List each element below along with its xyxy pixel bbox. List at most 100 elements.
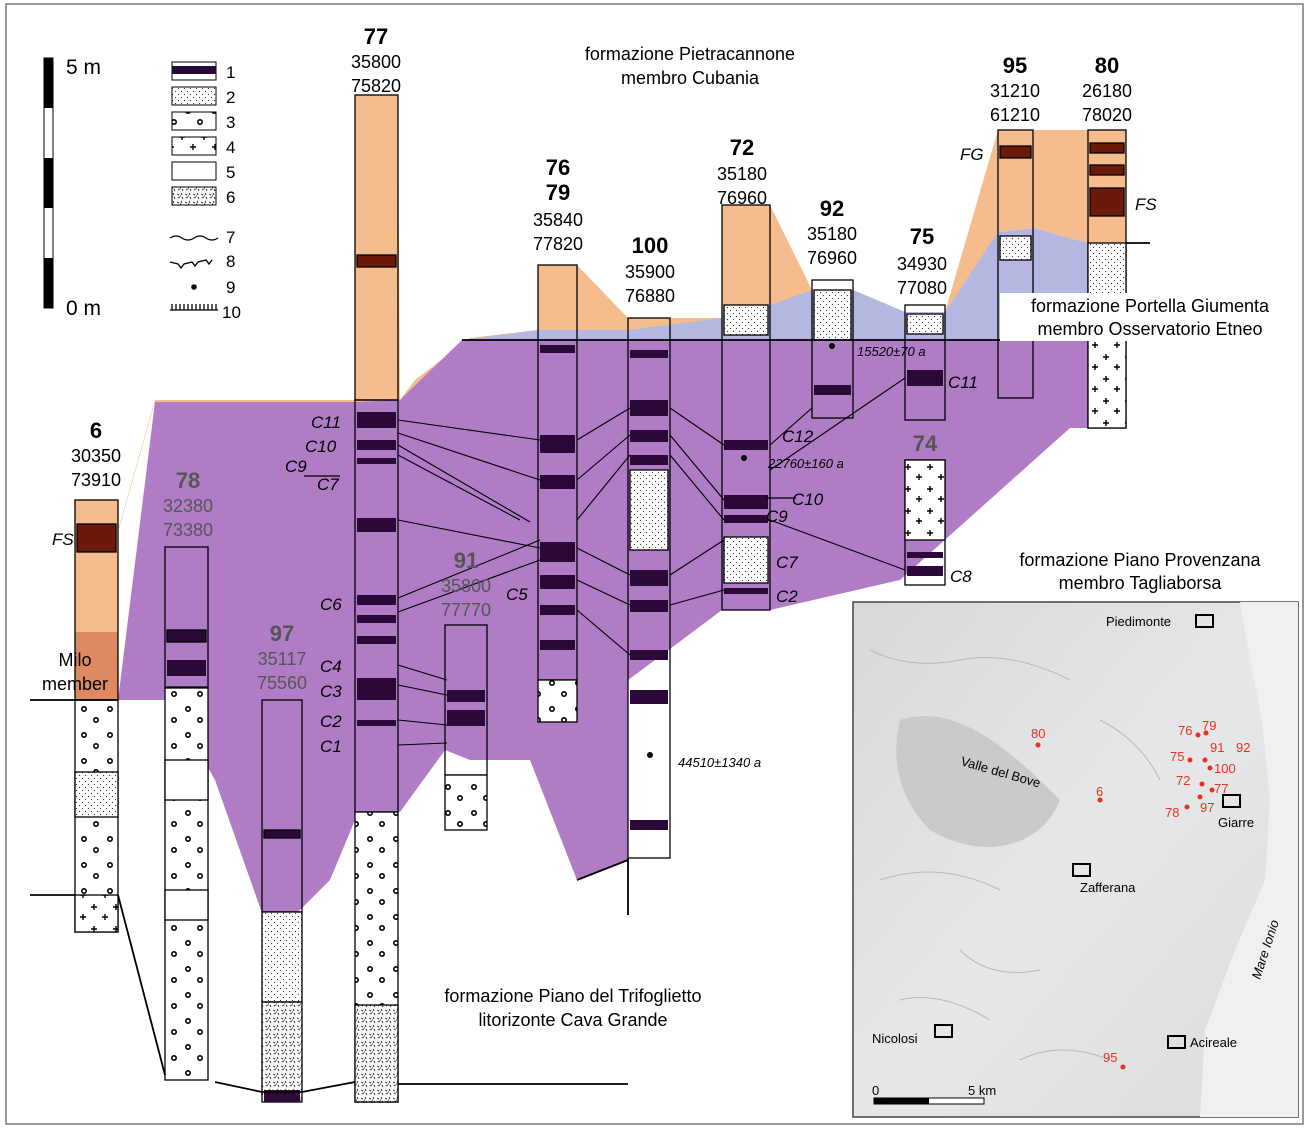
column-80-cross-layer	[1087, 339, 1127, 429]
mark-fs-6: FS	[52, 530, 74, 549]
section-72-id: 72	[730, 135, 754, 160]
formation-pietracannone-1: formazione Pietracannone	[585, 44, 795, 64]
portella-label-bg	[1000, 293, 1300, 341]
age-22760: 22760±160 a	[767, 456, 844, 471]
column-95	[997, 129, 1034, 399]
legend-label-7: 7	[226, 228, 235, 247]
section-80-coord-2: 78020	[1082, 105, 1132, 125]
column-100	[627, 317, 671, 859]
column-6-base	[74, 894, 119, 933]
section-95-coord-1: 31210	[990, 81, 1040, 101]
section-95-coord-2: 61210	[990, 105, 1040, 125]
point-80: 80	[1031, 726, 1045, 741]
point-76: 76	[1178, 723, 1192, 738]
mark-c3: C3	[320, 682, 342, 701]
column-92-fine-layer	[813, 289, 852, 341]
legend-label-6: 6	[226, 188, 235, 207]
point-100: 100	[1214, 761, 1236, 776]
correlation-lines	[397, 377, 906, 746]
sea-area	[1200, 602, 1298, 1117]
column-80-brown-layer-2	[1089, 164, 1125, 176]
section-91-coord-2: 77770	[441, 600, 491, 620]
formation-trifoglietto-2: litorizonte Cava Grande	[478, 1010, 667, 1030]
legend-label-3: 3	[226, 113, 235, 132]
orange-field	[115, 95, 1126, 700]
section-78-coord-1: 32380	[163, 496, 213, 516]
section-75-coord-2: 77080	[897, 278, 947, 298]
map-scale-start: 0	[872, 1083, 879, 1098]
section-76-79-coord-2: 77820	[533, 234, 583, 254]
section-6-coord-2: 73910	[71, 470, 121, 490]
column-78-white-layer-2	[164, 889, 209, 921]
mark-c10-77: C10	[305, 437, 337, 456]
scale-top-label: 5 m	[66, 56, 101, 79]
mark-c6: C6	[320, 595, 342, 614]
section-76-79-coord-1: 35840	[533, 210, 583, 230]
point-78: 78	[1165, 805, 1179, 820]
mark-c11-75: C11	[948, 373, 978, 392]
column-92	[811, 279, 854, 419]
town-nicolosi: Nicolosi	[872, 1031, 918, 1046]
mark-c7-72: C7	[776, 553, 798, 572]
column-72-fine-layer	[723, 304, 769, 336]
column-77-base	[354, 1004, 399, 1103]
valle-del-bove-depression	[896, 716, 1060, 847]
formation-portella-2: membro Osservatorio Etneo	[1037, 319, 1262, 339]
point-77: 77	[1214, 781, 1228, 796]
mark-c2-72: C2	[776, 587, 798, 606]
section-77-id: 77	[364, 24, 388, 49]
purple-field	[118, 340, 1126, 915]
section-100-id: 100	[632, 233, 669, 258]
section-78-coord-2: 73380	[163, 520, 213, 540]
column-75-fine-layer	[906, 313, 944, 335]
section-80-coord-1: 26180	[1082, 81, 1132, 101]
section-100-coord-2: 76880	[625, 286, 675, 306]
section-97-id: 97	[270, 621, 294, 646]
mark-fg-95: FG	[960, 145, 984, 164]
column-91-lower	[444, 774, 488, 831]
formation-provenzana-2: membro Tagliaborsa	[1059, 573, 1223, 593]
point-95: 95	[1103, 1050, 1117, 1065]
tephra-layers	[167, 345, 943, 1102]
point-75: 75	[1170, 749, 1184, 764]
column-95-fg-layer	[999, 145, 1032, 159]
column-97-dark-layer	[263, 829, 301, 839]
legend-label-2: 2	[226, 88, 235, 107]
column-78-white-layer	[164, 759, 209, 801]
town-giarre: Giarre	[1218, 815, 1254, 830]
section-97-coord-2: 75560	[257, 673, 307, 693]
scale-bottom-label: 0 m	[66, 297, 101, 320]
dated-sample-72	[741, 455, 747, 461]
column-80-brown-layer-1	[1089, 142, 1125, 154]
town-acireale: Acireale	[1190, 1035, 1237, 1050]
milo-label-1: Milo	[58, 650, 91, 670]
mark-c11-77: C11	[311, 413, 341, 432]
section-79-id: 79	[546, 180, 570, 205]
section-77-coord-1: 35800	[351, 52, 401, 72]
point-72: 72	[1176, 773, 1190, 788]
dated-sample-100	[647, 752, 653, 758]
section-78-id: 78	[176, 468, 200, 493]
map-scale-end: 5 km	[968, 1083, 996, 1098]
section-6-coord-1: 30350	[71, 446, 121, 466]
point-6: 6	[1096, 784, 1103, 799]
section-91-id: 91	[454, 548, 478, 573]
column-76-79-base	[537, 679, 578, 723]
milo-label-2: member	[42, 674, 108, 694]
formation-pietracannone-2: membro Cubania	[621, 68, 760, 88]
point-97: 97	[1200, 800, 1214, 815]
column-72	[721, 204, 771, 611]
blue-field	[462, 228, 1126, 340]
legend-label-5: 5	[226, 163, 235, 182]
inset-map: Piedimonte Giarre Zafferana Nicolosi Aci…	[852, 601, 1299, 1118]
section-95-id: 95	[1003, 53, 1027, 78]
mark-c9-77: C9	[285, 457, 307, 476]
town-piedimonte: Piedimonte	[1106, 614, 1171, 629]
section-77-coord-2: 75820	[351, 76, 401, 96]
section-91-coord-1: 35800	[441, 576, 491, 596]
legend-label-1: 1	[226, 63, 235, 82]
section-97-coord-1: 35117	[258, 649, 307, 669]
mark-c2-77: C2	[320, 712, 342, 731]
section-75-id: 75	[910, 224, 934, 249]
